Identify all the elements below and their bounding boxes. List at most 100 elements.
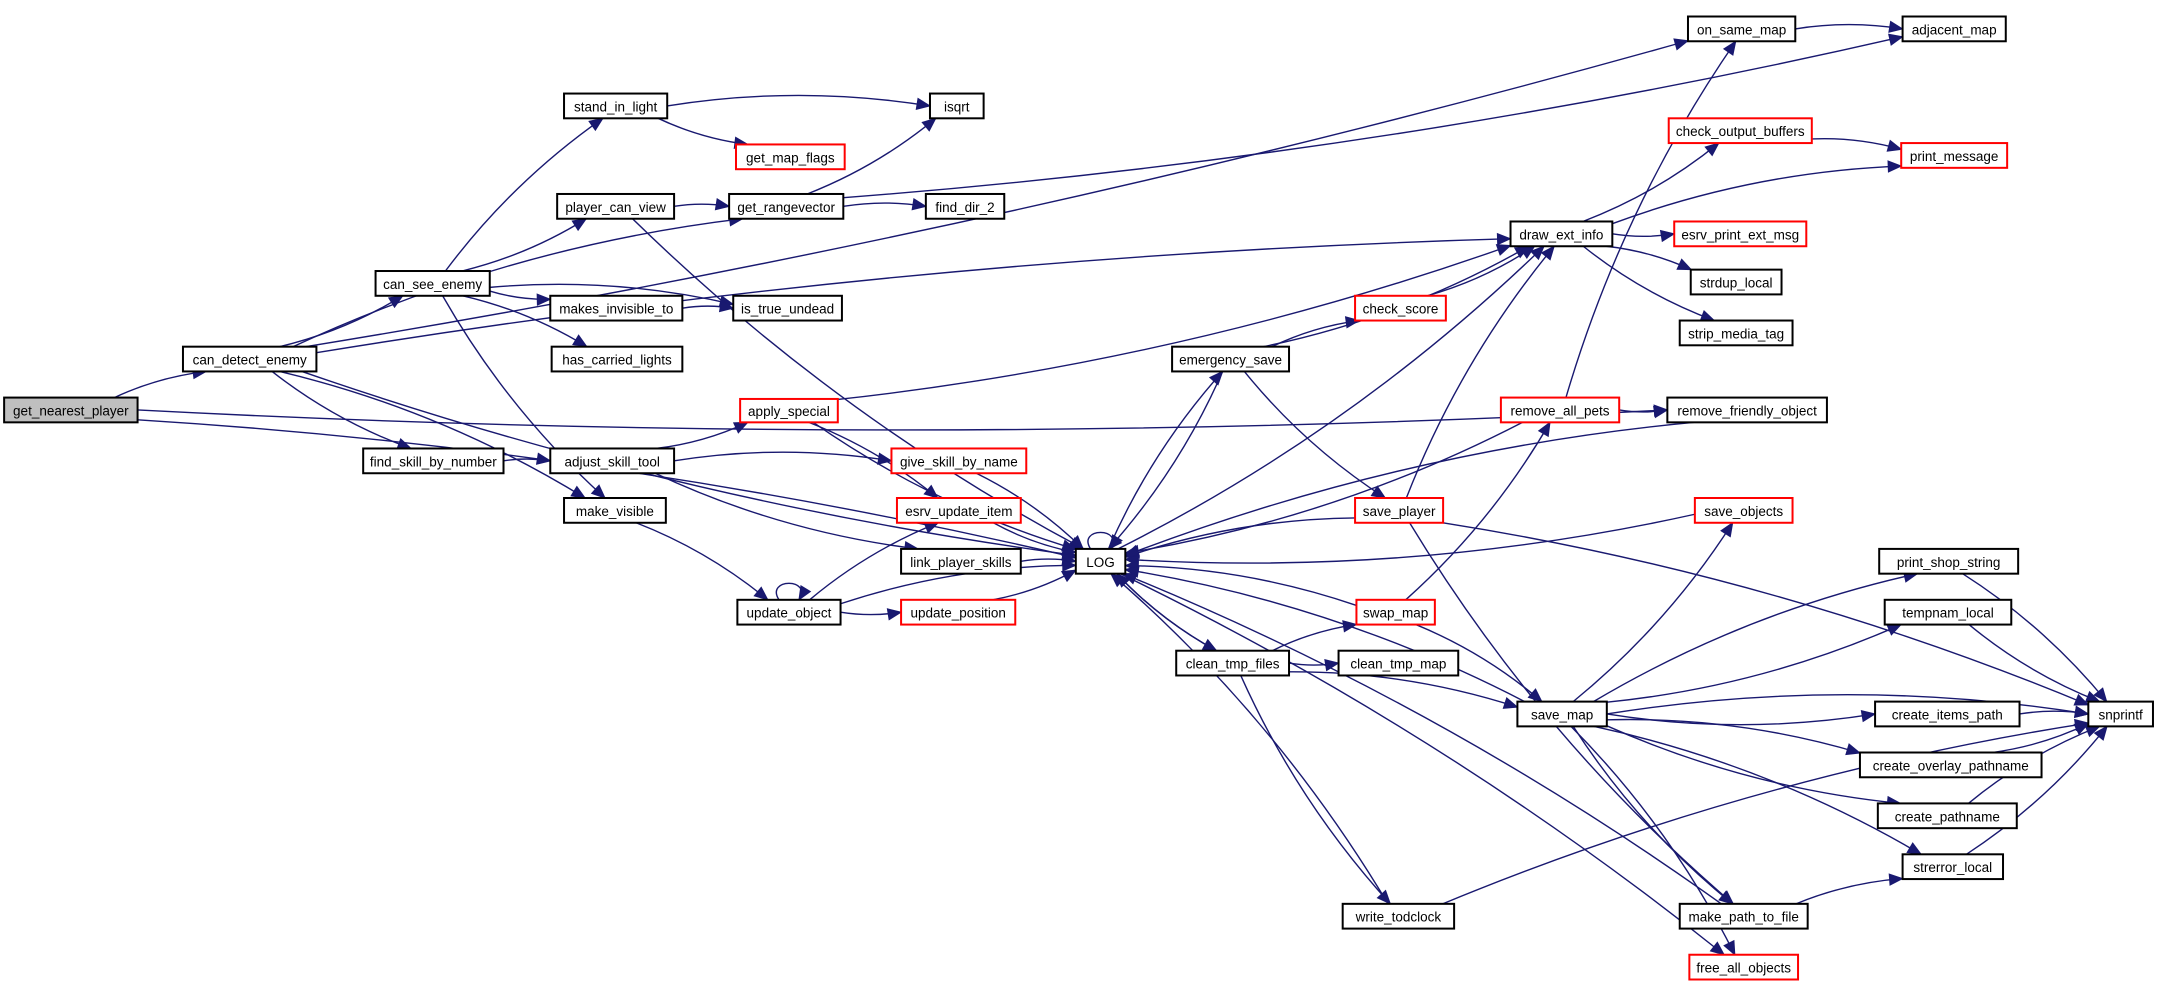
node-box[interactable] [1858, 751, 2043, 779]
node-can-detect-enemy[interactable]: can_detect_enemy [181, 345, 318, 373]
node-give-skill-by-name[interactable]: give_skill_by_name [890, 447, 1028, 475]
node-box[interactable] [556, 192, 676, 220]
node-box[interactable] [1686, 15, 1797, 43]
node-box[interactable] [374, 270, 491, 297]
node-isqrt[interactable]: isqrt [928, 92, 985, 120]
node-box[interactable] [550, 345, 684, 373]
node-update-position[interactable]: update_position [900, 598, 1017, 626]
node-box[interactable] [1175, 649, 1291, 677]
node-box[interactable] [1874, 700, 2021, 728]
node-box[interactable] [1688, 953, 1800, 981]
node-box[interactable] [1341, 902, 1456, 930]
node-box[interactable] [1878, 547, 2020, 575]
node-box[interactable] [732, 294, 843, 322]
node-box[interactable] [739, 397, 839, 424]
node-log[interactable]: LOG [1074, 547, 1127, 575]
node-esrv-update-item[interactable]: esrv_update_item [895, 497, 1022, 524]
node-create-pathname[interactable]: create_pathname [1876, 802, 2018, 830]
node-player-can-view[interactable]: player_can_view [556, 192, 676, 220]
node-get-nearest-player[interactable]: get_nearest_player [3, 396, 139, 424]
node-makes-invisible-to[interactable]: makes_invisible_to [549, 294, 684, 322]
node-clean-tmp-map[interactable]: clean_tmp_map [1337, 649, 1460, 677]
node-emergency-save[interactable]: emergency_save [1171, 345, 1291, 373]
node-create-items-path[interactable]: create_items_path [1874, 700, 2021, 728]
node-strdup-local[interactable]: strdup_local [1689, 268, 1783, 296]
node-stand-in-light[interactable]: stand_in_light [563, 92, 669, 120]
node-find-dir-2[interactable]: find_dir_2 [924, 192, 1006, 220]
node-esrv-print-ext-msg[interactable]: esrv_print_ext_msg [1673, 220, 1808, 248]
node-adjacent-map[interactable]: adjacent_map [1901, 15, 2007, 43]
node-box[interactable] [890, 447, 1028, 475]
node-box[interactable] [1354, 294, 1447, 322]
node-box[interactable] [1876, 802, 2018, 830]
node-box[interactable] [549, 447, 676, 475]
node-is-true-undead[interactable]: is_true_undead [732, 294, 843, 322]
node-remove-friendly-object[interactable]: remove_friendly_object [1666, 396, 1828, 424]
node-snprintf[interactable]: snprintf [2087, 700, 2154, 728]
node-box[interactable] [1689, 268, 1783, 296]
node-box[interactable] [1678, 902, 1809, 930]
node-box[interactable] [924, 192, 1006, 220]
node-save-map[interactable]: save_map [1516, 700, 1608, 728]
node-swap-map[interactable]: swap_map [1355, 598, 1436, 626]
node-draw-ext-info[interactable]: draw_ext_info [1509, 220, 1614, 248]
node-box[interactable] [2087, 700, 2154, 728]
node-box[interactable] [1901, 15, 2007, 43]
node-box[interactable] [928, 92, 985, 120]
node-box[interactable] [1678, 319, 1794, 347]
node-get-map-flags[interactable]: get_map_flags [734, 143, 846, 171]
node-make-visible[interactable]: make_visible [563, 497, 667, 524]
node-box[interactable] [1509, 220, 1614, 248]
node-make-path-to-file[interactable]: make_path_to_file [1678, 902, 1809, 930]
node-box[interactable] [1667, 117, 1813, 145]
node-check-output-buffers[interactable]: check_output_buffers [1667, 117, 1813, 145]
node-box[interactable] [736, 598, 842, 626]
node-box[interactable] [1499, 396, 1621, 424]
node-box[interactable] [1693, 497, 1794, 524]
node-tempnam-local[interactable]: tempnam_local [1883, 598, 2013, 626]
node-has-carried-lights[interactable]: has_carried_lights [550, 345, 684, 373]
node-free-all-objects[interactable]: free_all_objects [1688, 953, 1800, 981]
node-box[interactable] [362, 447, 505, 475]
node-box[interactable] [1901, 853, 2005, 881]
node-box[interactable] [1337, 649, 1460, 677]
node-box[interactable] [728, 192, 845, 220]
node-box[interactable] [900, 598, 1017, 626]
node-remove-all-pets[interactable]: remove_all_pets [1499, 396, 1621, 424]
node-box[interactable] [549, 294, 684, 322]
node-box[interactable] [1171, 345, 1291, 373]
node-clean-tmp-files[interactable]: clean_tmp_files [1175, 649, 1291, 677]
node-get-rangevector[interactable]: get_rangevector [728, 192, 845, 220]
node-box[interactable] [1883, 598, 2013, 626]
node-box[interactable] [1666, 396, 1828, 424]
node-can-see-enemy[interactable]: can_see_enemy [374, 270, 491, 297]
node-check-score[interactable]: check_score [1354, 294, 1447, 322]
node-box[interactable] [563, 497, 667, 524]
node-print-message[interactable]: print_message [1900, 142, 2009, 169]
node-write-todclock[interactable]: write_todclock [1341, 902, 1456, 930]
node-strip-media-tag[interactable]: strip_media_tag [1678, 319, 1794, 347]
node-box[interactable] [1355, 598, 1436, 626]
node-link-player-skills[interactable]: link_player_skills [900, 547, 1022, 575]
node-update-object[interactable]: update_object [736, 598, 842, 626]
node-box[interactable] [895, 497, 1022, 524]
node-adjust-skill-tool[interactable]: adjust_skill_tool [549, 447, 676, 475]
node-box[interactable] [563, 92, 669, 120]
node-apply-special[interactable]: apply_special [739, 397, 839, 424]
node-box[interactable] [1074, 547, 1127, 575]
node-box[interactable] [181, 345, 318, 373]
node-box[interactable] [734, 143, 846, 171]
node-create-overlay-pathname[interactable]: create_overlay_pathname [1858, 751, 2043, 779]
node-save-player[interactable]: save_player [1354, 497, 1445, 524]
node-save-objects[interactable]: save_objects [1693, 497, 1794, 524]
node-box[interactable] [1673, 220, 1808, 248]
node-box[interactable] [900, 547, 1022, 575]
node-box[interactable] [1516, 700, 1608, 728]
node-box[interactable] [1354, 497, 1445, 524]
node-box[interactable] [3, 396, 139, 424]
node-on-same-map[interactable]: on_same_map [1686, 15, 1797, 43]
node-box[interactable] [1900, 142, 2009, 169]
node-print-shop-string[interactable]: print_shop_string [1878, 547, 2020, 575]
node-strerror-local[interactable]: strerror_local [1901, 853, 2005, 881]
node-find-skill-by-number[interactable]: find_skill_by_number [362, 447, 505, 475]
